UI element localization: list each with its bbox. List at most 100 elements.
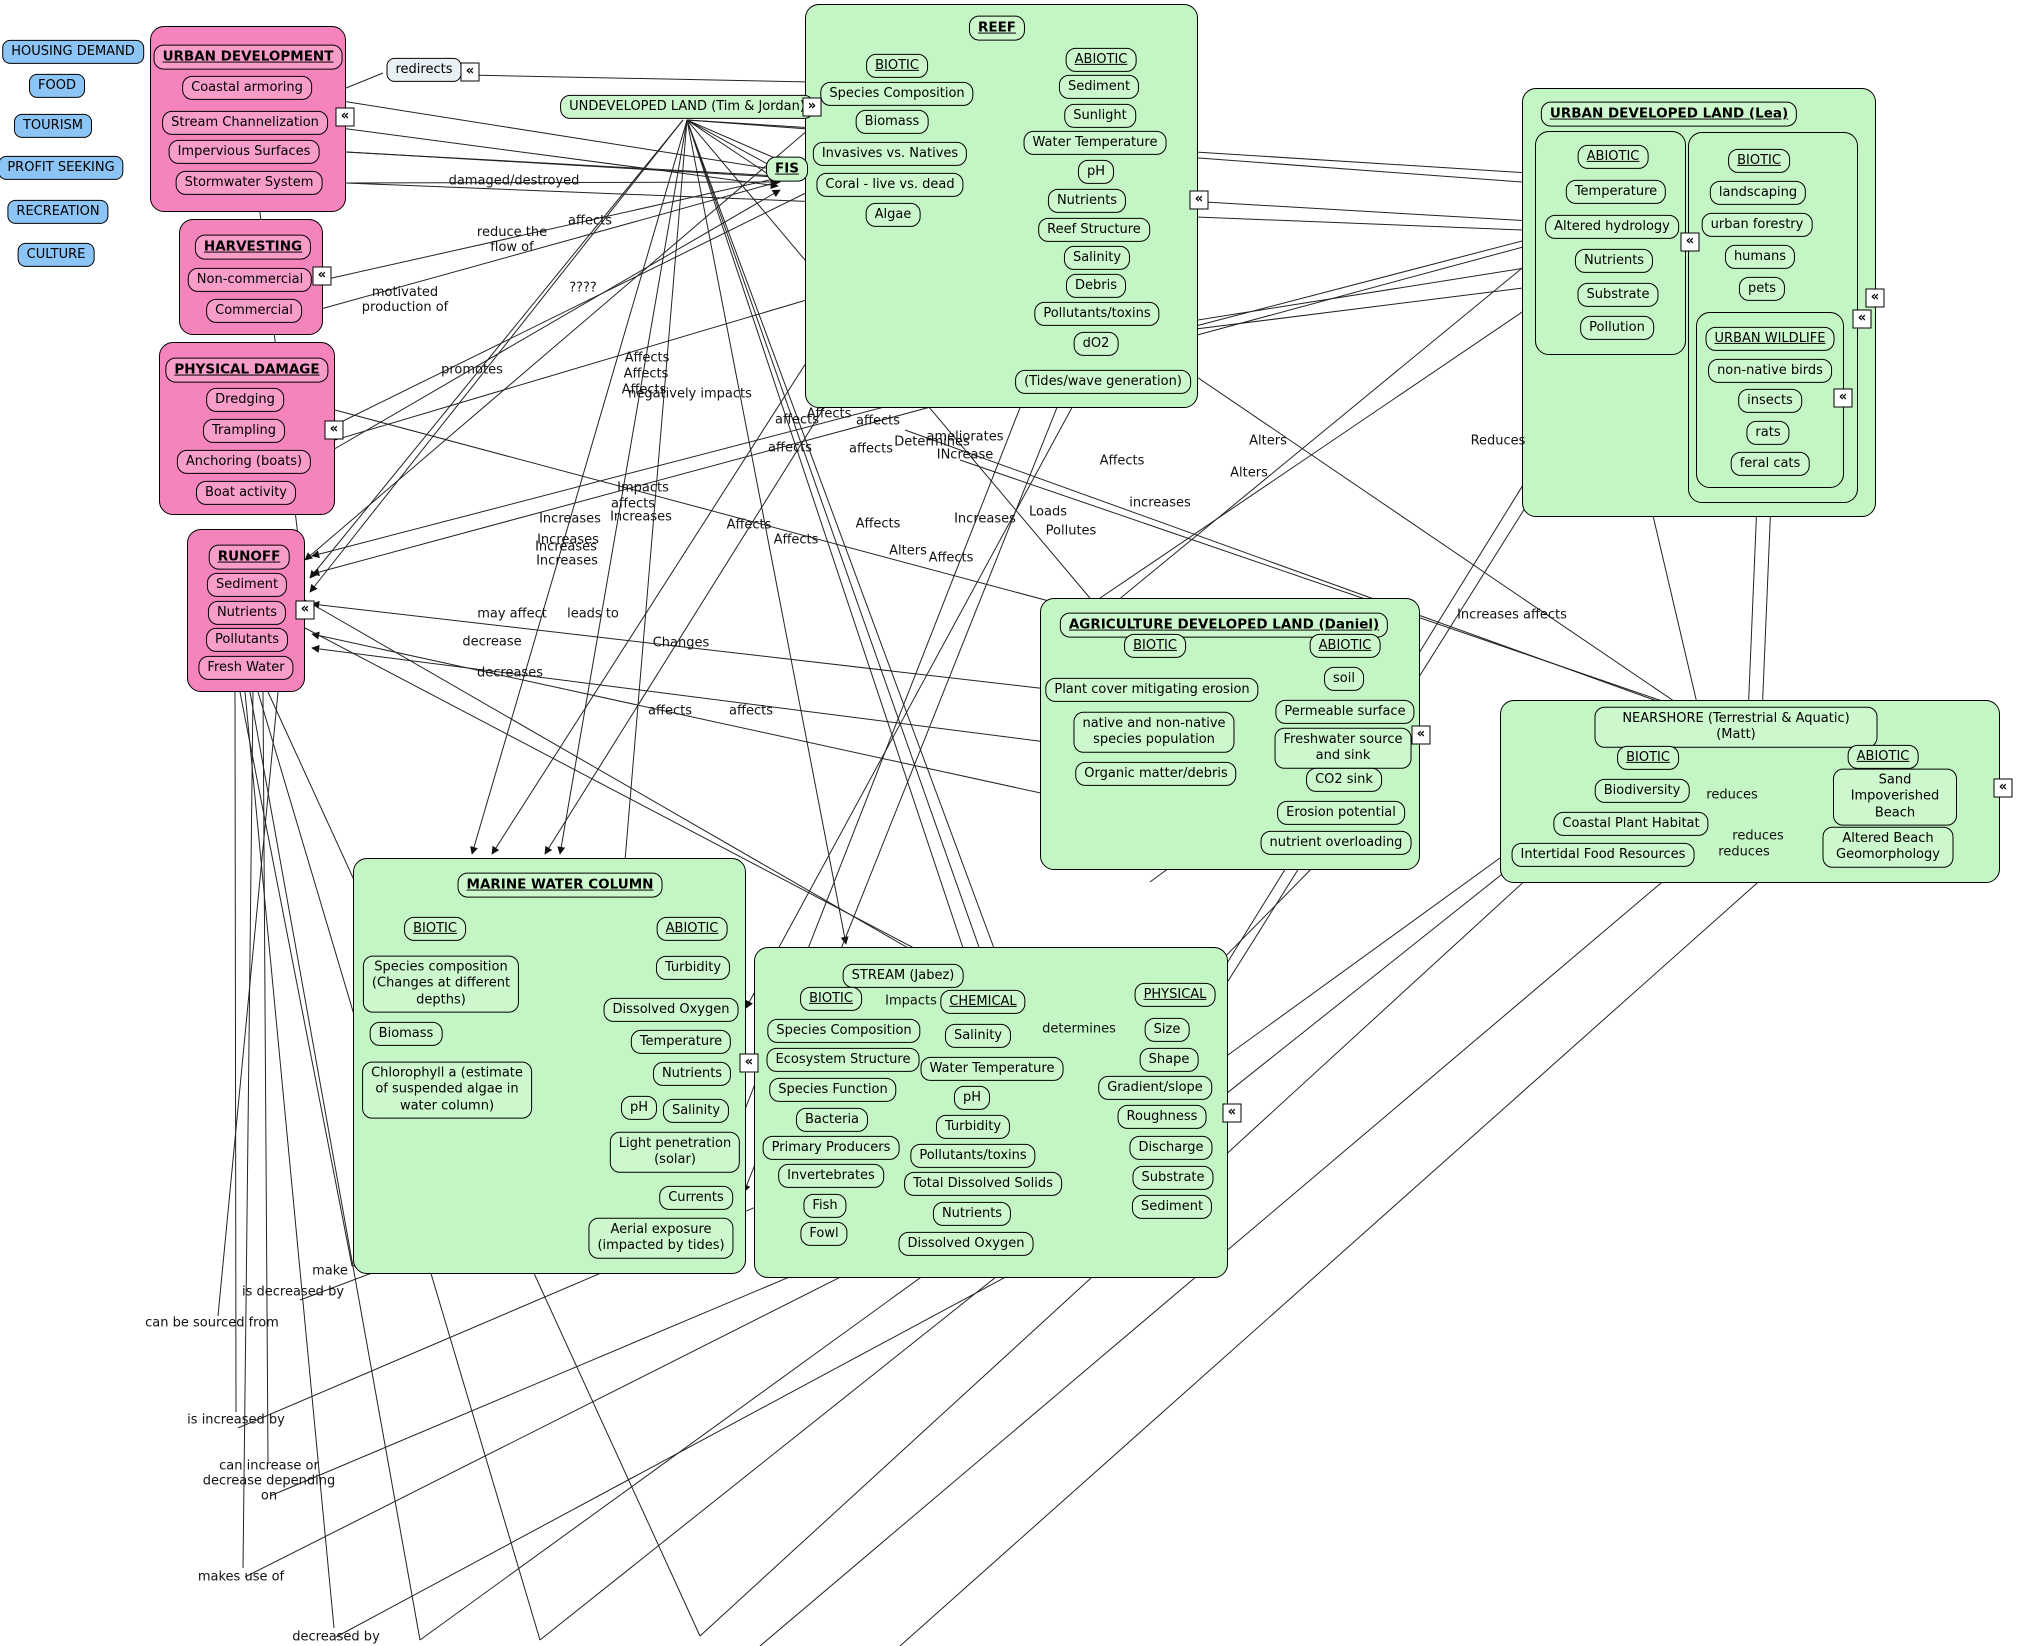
nearshore-terrestrial-aquatic-matt-node[interactable]: NEARSHORE (Terrestrial & Aquatic) (Matt) [1594, 706, 1878, 748]
plant-cover-mitigating-erosion-node[interactable]: Plant cover mitigating erosion [1045, 677, 1259, 703]
chemical-node[interactable]: CHEMICAL [940, 989, 1026, 1015]
water-temperature-node[interactable]: Water Temperature [1023, 130, 1167, 156]
gradient-slope-node[interactable]: Gradient/slope [1098, 1075, 1212, 1101]
species-composition-2-node[interactable]: Species Composition [767, 1018, 921, 1044]
substrate-node[interactable]: Substrate [1577, 282, 1659, 308]
urban-wildlife-node[interactable]: URBAN WILDLIFE [1705, 326, 1835, 352]
ecosystem-structure-node[interactable]: Ecosystem Structure [766, 1047, 920, 1073]
nutrients-node[interactable]: Nutrients [207, 600, 287, 626]
collapse-left-icon[interactable]: « [1680, 232, 1700, 252]
physical-damage-node[interactable]: PHYSICAL DAMAGE [165, 357, 329, 383]
abiotic-3-node[interactable]: ABIOTIC [1309, 633, 1381, 659]
collapse-left-icon[interactable]: « [324, 420, 344, 440]
commercial-node[interactable]: Commercial [206, 298, 302, 324]
collapse-left-icon[interactable]: « [739, 1053, 759, 1073]
stream-channelization-node[interactable]: Stream Channelization [162, 110, 328, 136]
physical-node[interactable]: PHYSICAL [1134, 982, 1216, 1008]
sediment-3-node[interactable]: Sediment [1131, 1194, 1213, 1220]
collapse-left-icon[interactable]: « [1852, 309, 1872, 329]
currents-node[interactable]: Currents [659, 1185, 733, 1211]
abiotic-5-node[interactable]: ABIOTIC [656, 916, 728, 942]
ph-2-node[interactable]: pH [620, 1095, 658, 1121]
nutrients-2-node[interactable]: Nutrients [1047, 188, 1127, 214]
shape-node[interactable]: Shape [1139, 1047, 1199, 1073]
total-dissolved-solids-node[interactable]: Total Dissolved Solids [904, 1171, 1062, 1197]
collapse-left-icon[interactable]: « [295, 600, 315, 620]
dissolved-oxygen-2-node[interactable]: Dissolved Oxygen [898, 1231, 1034, 1257]
biomass-2-node[interactable]: Biomass [369, 1021, 443, 1047]
stream-jabez-node[interactable]: STREAM (Jabez) [842, 963, 964, 989]
collapse-left-icon[interactable]: « [1411, 725, 1431, 745]
pets-node[interactable]: pets [1738, 276, 1786, 302]
size-node[interactable]: Size [1144, 1017, 1190, 1043]
biomass-node[interactable]: Biomass [855, 109, 929, 135]
water-temperature-2-node[interactable]: Water Temperature [920, 1056, 1064, 1082]
invertebrates-node[interactable]: Invertebrates [778, 1163, 884, 1189]
urban-developed-land-lea-node[interactable]: URBAN DEVELOPED LAND (Lea) [1540, 101, 1798, 127]
altered-hydrology-node[interactable]: Altered hydrology [1545, 214, 1679, 240]
food-node[interactable]: FOOD [29, 73, 85, 99]
expand-right-icon[interactable]: » [802, 97, 822, 117]
temperature-2-node[interactable]: Temperature [630, 1029, 732, 1055]
bacteria-node[interactable]: Bacteria [795, 1107, 869, 1133]
freshwater-source-and-sink-node[interactable]: Freshwater source and sink [1274, 727, 1412, 769]
permeable-surface-node[interactable]: Permeable surface [1275, 699, 1415, 725]
chlorophyll-a-estimate-of-suspended-alga-node[interactable]: Chlorophyll a (estimate of suspended alg… [362, 1061, 532, 1119]
rats-node[interactable]: rats [1746, 420, 1790, 446]
abiotic-node[interactable]: ABIOTIC [1065, 47, 1137, 73]
erosion-potential-node[interactable]: Erosion potential [1277, 800, 1405, 826]
tides-wave-generation-node[interactable]: (Tides/wave generation) [1015, 369, 1191, 395]
reef-structure-node[interactable]: Reef Structure [1038, 217, 1150, 243]
biotic-2-node[interactable]: BIOTIC [1728, 148, 1790, 174]
reef-node[interactable]: REEF [968, 15, 1026, 41]
dissolved-oxygen-node[interactable]: Dissolved Oxygen [603, 997, 739, 1023]
biotic-4-node[interactable]: BIOTIC [1617, 745, 1679, 771]
organic-matter-debris-node[interactable]: Organic matter/debris [1075, 761, 1237, 787]
algae-node[interactable]: Algae [865, 202, 921, 228]
collapse-left-icon[interactable]: « [312, 266, 332, 286]
runoff-node[interactable]: RUNOFF [208, 544, 290, 570]
substrate-2-node[interactable]: Substrate [1132, 1165, 1214, 1191]
salinity-2-node[interactable]: Salinity [662, 1098, 730, 1124]
intertidal-food-resources-node[interactable]: Intertidal Food Resources [1511, 842, 1695, 868]
collapse-left-icon[interactable]: « [1189, 190, 1209, 210]
urban-forestry-node[interactable]: urban forestry [1701, 212, 1813, 238]
recreation-node[interactable]: RECREATION [7, 199, 109, 225]
coral-live-vs-dead-node[interactable]: Coral - live vs. dead [816, 172, 964, 198]
biotic-node[interactable]: BIOTIC [866, 53, 928, 79]
landscaping-node[interactable]: landscaping [1709, 180, 1807, 206]
non-native-birds-node[interactable]: non-native birds [1708, 358, 1832, 384]
native-and-non-native-species-population-node[interactable]: native and non-native species population [1073, 711, 1235, 753]
collapse-left-icon[interactable]: « [1993, 778, 2013, 798]
turbidity-2-node[interactable]: Turbidity [935, 1114, 1011, 1140]
nutrient-overloading-node[interactable]: nutrient overloading [1260, 830, 1412, 856]
biotic-3-node[interactable]: BIOTIC [1124, 633, 1186, 659]
pollutants-node[interactable]: Pollutants [206, 627, 288, 653]
harvesting-node[interactable]: HARVESTING [194, 234, 312, 260]
altered-beach-geomorphology-node[interactable]: Altered Beach Geomorphology [1822, 826, 1954, 868]
insects-node[interactable]: insects [1738, 388, 1802, 414]
non-commercial-node[interactable]: Non-commercial [187, 267, 313, 293]
collapse-left-icon[interactable]: « [1222, 1103, 1242, 1123]
sand-impoverished-beach-node[interactable]: Sand Impoverished Beach [1833, 768, 1957, 826]
co2-sink-node[interactable]: CO2 sink [1306, 767, 1382, 793]
discharge-node[interactable]: Discharge [1129, 1135, 1213, 1161]
sunlight-node[interactable]: Sunlight [1064, 103, 1136, 129]
primary-producers-node[interactable]: Primary Producers [762, 1135, 900, 1161]
collapse-left-icon[interactable]: « [1833, 388, 1853, 408]
light-penetration-solar-node[interactable]: Light penetration (solar) [609, 1131, 741, 1173]
trampling-node[interactable]: Trampling [203, 418, 285, 444]
profit-seeking-node[interactable]: PROFIT SEEKING [0, 155, 124, 181]
anchoring-boats-node[interactable]: Anchoring (boats) [176, 449, 312, 475]
ph-3-node[interactable]: pH [953, 1085, 991, 1111]
nutrients-3-node[interactable]: Nutrients [1574, 248, 1654, 274]
do2-node[interactable]: dO2 [1073, 331, 1119, 357]
agriculture-developed-land-daniel-node[interactable]: AGRICULTURE DEVELOPED LAND (Daniel) [1059, 612, 1389, 638]
salinity-3-node[interactable]: Salinity [944, 1023, 1012, 1049]
tourism-node[interactable]: TOURISM [13, 113, 93, 139]
fresh-water-node[interactable]: Fresh Water [198, 655, 294, 681]
abiotic-4-node[interactable]: ABIOTIC [1847, 744, 1919, 770]
redirects-node[interactable]: redirects [386, 57, 462, 83]
abiotic-2-node[interactable]: ABIOTIC [1577, 144, 1649, 170]
impervious-surfaces-node[interactable]: Impervious Surfaces [168, 139, 320, 165]
